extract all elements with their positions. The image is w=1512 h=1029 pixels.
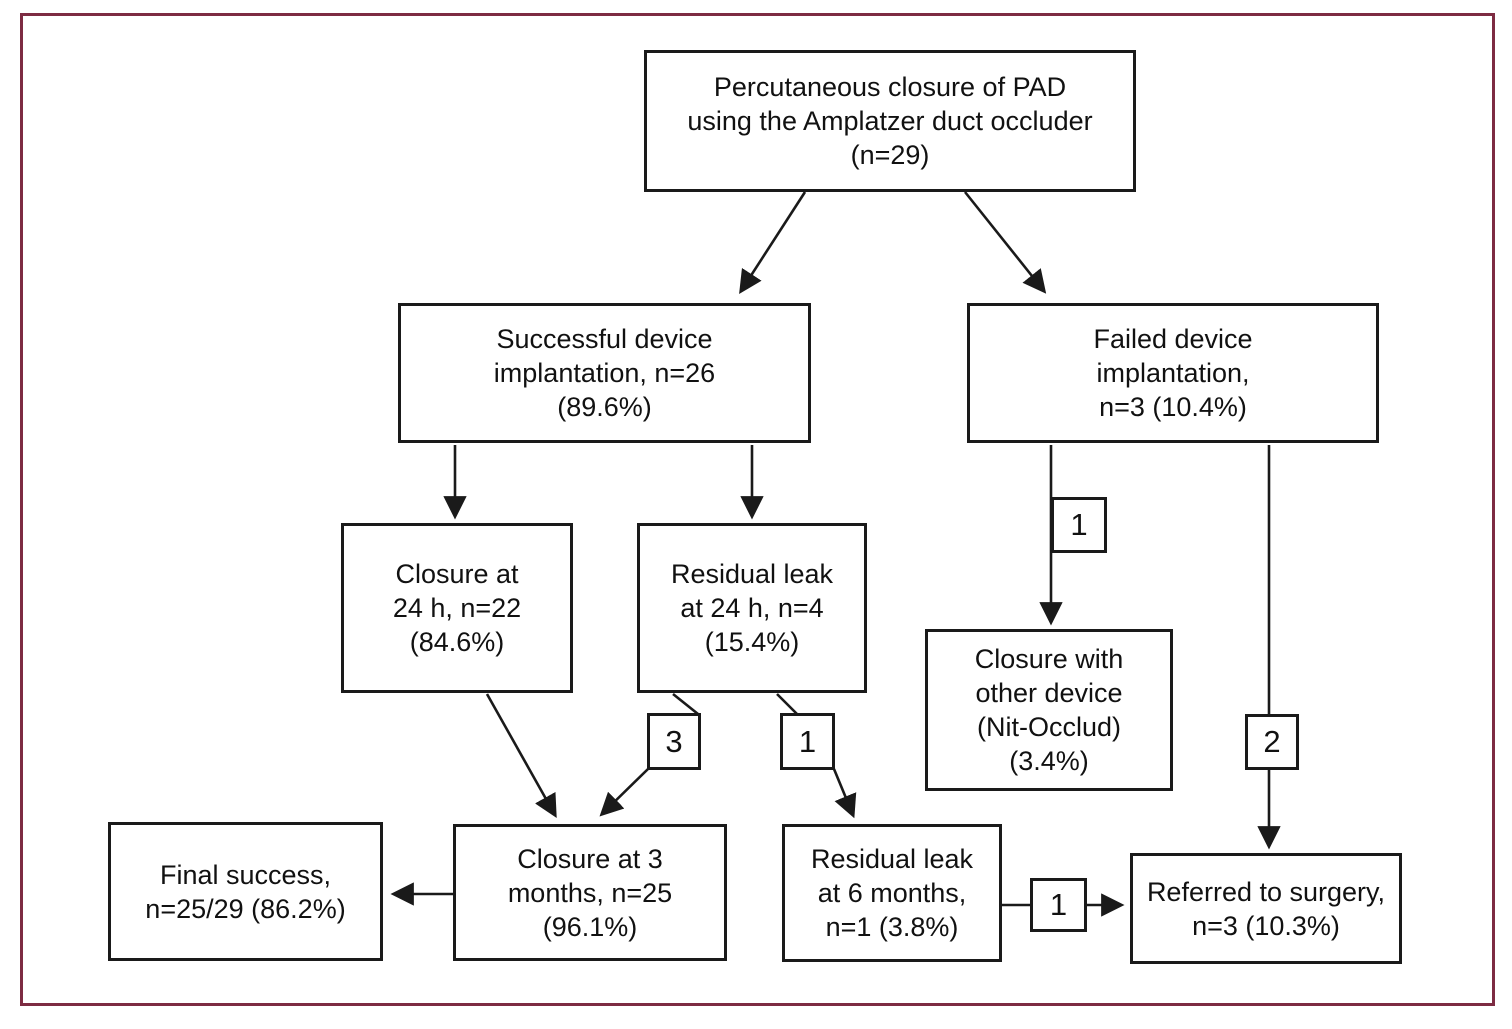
node-residual6m-line-1: Residual leak — [810, 844, 974, 874]
node-residual24-line-2: at 24 h, n=4 — [680, 593, 824, 623]
node-residual-leak-24h: Residual leak at 24 h, n=4 (15.4%) — [637, 523, 867, 693]
node-final-line-1: Final success, — [159, 859, 332, 890]
node-residual6m-line-3: n=1 (3.8%) — [825, 912, 959, 942]
node-closure-3-months: Closure at 3 months, n=25 (96.1%) — [453, 824, 727, 961]
node-root-line-2: using the Amplatzer duct occluder — [687, 106, 1093, 136]
node-failed-line-3: n=3 (10.4%) — [1099, 392, 1247, 422]
arrow-root-to-success — [739, 191, 807, 294]
node-closure3m-line-1: Closure at 3 — [517, 843, 663, 874]
node-closure3m-line-3: (96.1%) — [542, 911, 638, 942]
node-closure24-line-3: (84.6%) — [409, 627, 505, 657]
node-root-line-3: (n=29) — [850, 140, 930, 170]
edge-count-label: 3 — [665, 723, 683, 759]
connector-residual24-to-count1 — [776, 693, 798, 715]
arrow-closure24-to-closure3m — [485, 693, 557, 819]
node-success-line-2: implantation, n=26 — [493, 358, 716, 388]
node-other-line-4: (3.4%) — [1009, 746, 1089, 776]
node-successful-implantation: Successful device implantation, n=26 (89… — [398, 303, 811, 443]
node-closure24-line-1: Closure at — [395, 559, 519, 589]
edge-count-residual6m-to-referred: 1 — [1030, 878, 1087, 932]
arrow-root-to-failed — [963, 191, 1047, 294]
node-failed-line-1: Failed device — [1093, 324, 1253, 354]
node-closure-24h: Closure at 24 h, n=22 (84.6%) — [341, 523, 573, 693]
edge-count-residual24-to-residual6m: 1 — [780, 713, 835, 770]
node-referred-line-2: n=3 (10.3%) — [1192, 910, 1340, 941]
node-failed-implantation: Failed device implantation, n=3 (10.4%) — [967, 303, 1379, 443]
node-other-line-2: other device — [975, 678, 1123, 708]
node-referred-line-1: Referred to surgery, — [1146, 876, 1386, 907]
edge-count-residual24-to-closure3m: 3 — [647, 713, 701, 770]
node-success-line-1: Successful device — [496, 324, 713, 354]
node-residual24-line-3: (15.4%) — [704, 627, 800, 657]
figure-border — [20, 13, 1495, 1006]
node-root-line-1: Percutaneous closure of PAD — [713, 72, 1067, 102]
edge-count-failed-to-other-device: 1 — [1051, 497, 1107, 553]
node-final-success: Final success, n=25/29 (86.2%) — [108, 822, 383, 961]
edge-count-label: 1 — [1070, 507, 1088, 542]
arrow-group — [390, 191, 1281, 917]
node-other-line-3: (Nit-Occlud) — [976, 712, 1121, 742]
node-closure-other-device: Closure with other device (Nit-Occlud) (… — [925, 629, 1173, 791]
node-success-line-3: (89.6%) — [557, 392, 652, 422]
arrow-count1-to-residual6m — [832, 768, 857, 819]
node-root: Percutaneous closure of PAD using the Am… — [644, 50, 1136, 192]
arrow-count3-to-closure3m — [599, 768, 649, 817]
node-referred-to-surgery: Referred to surgery, n=3 (10.3%) — [1130, 853, 1402, 964]
node-residual-leak-6-months: Residual leak at 6 months, n=1 (3.8%) — [782, 824, 1002, 962]
edge-count-label: 1 — [1049, 887, 1068, 922]
edge-count-label: 1 — [798, 723, 817, 759]
node-residual6m-line-2: at 6 months, — [817, 878, 967, 908]
node-final-line-2: n=25/29 (86.2%) — [145, 893, 346, 924]
node-other-line-1: Closure with — [974, 644, 1124, 674]
node-closure3m-line-2: months, n=25 — [507, 877, 673, 908]
node-closure24-line-2: 24 h, n=22 — [392, 593, 522, 623]
node-residual24-line-1: Residual leak — [670, 559, 834, 589]
connector-residual24-to-count3 — [672, 692, 699, 716]
node-failed-line-2: implantation, — [1096, 358, 1250, 388]
edge-count-failed-to-referred: 2 — [1245, 714, 1299, 770]
edge-count-label: 2 — [1263, 724, 1281, 759]
